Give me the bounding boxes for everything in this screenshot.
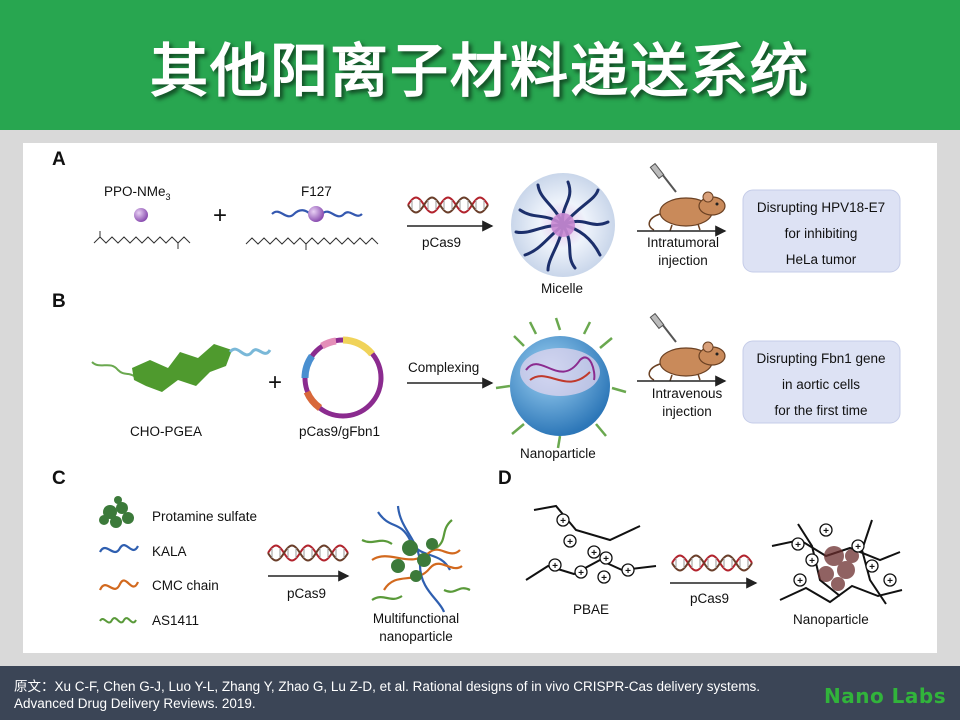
micelle-label: Micelle xyxy=(541,281,583,296)
page-title: 其他阳离子材料递送系统 xyxy=(149,37,810,105)
f127-bead xyxy=(308,206,324,222)
cargo-d: pCas9 xyxy=(690,591,729,606)
f127-structure xyxy=(245,237,379,250)
legend-kala: KALA xyxy=(152,544,187,559)
multifunctional-label-1: Multifunctional xyxy=(373,611,459,626)
citation-footer: 原文：Xu C-F, Chen G-J, Luo Y-L, Zhang Y, Z… xyxy=(0,666,960,720)
svg-text:+: + xyxy=(567,537,573,548)
result-a-line2: for inhibiting xyxy=(785,226,858,241)
as1411-icon xyxy=(99,617,137,624)
nanoparticle-d-graphic: + + + + + + + xyxy=(771,519,903,605)
route-a-line2: injection xyxy=(658,253,708,268)
svg-text:+: + xyxy=(795,540,801,551)
plasmid-graphic xyxy=(301,336,384,419)
svg-text:+: + xyxy=(591,548,597,559)
legend-as1411: AS1411 xyxy=(152,613,199,628)
result-b-line1: Disrupting Fbn1 gene xyxy=(756,351,885,366)
ppo-nme3-label: PPO-NMe3 xyxy=(104,184,171,202)
plus-a: + xyxy=(213,202,227,229)
cmc-chain-icon xyxy=(98,579,140,591)
title-bar: 其他阳离子材料递送系统 xyxy=(0,0,960,130)
cargo-c: pCas9 xyxy=(287,586,326,601)
f127-chain xyxy=(271,209,311,218)
protamine-icon xyxy=(99,496,134,528)
plus-b: + xyxy=(268,369,282,396)
svg-text:+: + xyxy=(797,576,803,587)
pbae-label: PBAE xyxy=(573,602,609,617)
ppo-nme3-structure xyxy=(93,231,191,249)
panel-d-letter: D xyxy=(498,468,512,489)
panel-a-letter: A xyxy=(52,149,66,170)
multifunctional-np-graphic xyxy=(361,505,471,613)
complexing-label: Complexing xyxy=(408,360,479,375)
result-a-line1: Disrupting HPV18-E7 xyxy=(757,200,885,215)
citation-text: 原文：Xu C-F, Chen G-J, Luo Y-L, Zhang Y, Z… xyxy=(14,679,761,711)
route-b-line1: Intravenous xyxy=(652,386,723,401)
cho-pgea-graphic xyxy=(91,344,272,392)
route-a-line1: Intratumoral xyxy=(647,235,719,250)
result-a-line3: HeLa tumor xyxy=(786,252,857,267)
f127-label: F127 xyxy=(301,184,332,199)
result-b-line2: in aortic cells xyxy=(782,377,860,392)
micelle-graphic xyxy=(511,173,615,277)
svg-text:+: + xyxy=(552,561,558,572)
pbae-graphic: +++ +++ ++ xyxy=(525,504,657,584)
svg-text:+: + xyxy=(855,542,861,553)
svg-text:+: + xyxy=(603,554,609,565)
mouse-icon-b xyxy=(648,312,726,382)
svg-text:+: + xyxy=(809,556,815,567)
svg-text:+: + xyxy=(869,562,875,573)
f127-chain-right xyxy=(321,210,363,218)
cargo-a: pCas9 xyxy=(422,235,461,250)
legend-protamine: Protamine sulfate xyxy=(152,509,257,524)
svg-text:+: + xyxy=(601,573,607,584)
multifunctional-label-2: nanoparticle xyxy=(379,629,453,644)
svg-text:+: + xyxy=(887,576,893,587)
ppo-bead xyxy=(134,208,148,222)
svg-text:+: + xyxy=(560,516,566,527)
legend-cmc: CMC chain xyxy=(152,578,219,593)
mouse-icon-a xyxy=(648,162,726,232)
svg-text:+: + xyxy=(625,566,631,577)
nanoparticle-b-graphic xyxy=(495,317,627,449)
kala-icon xyxy=(99,544,139,554)
nanoparticle-d-label: Nanoparticle xyxy=(793,612,869,627)
panel-c-letter: C xyxy=(52,468,66,489)
svg-text:+: + xyxy=(578,568,584,579)
brand-logo: Nano Labs xyxy=(824,684,947,708)
dna-icon-d xyxy=(671,554,753,572)
svg-text:+: + xyxy=(823,526,829,537)
result-box-a xyxy=(742,189,901,273)
dna-icon-c xyxy=(267,544,349,562)
nanoparticle-b-label: Nanoparticle xyxy=(520,446,596,461)
panel-b-letter: B xyxy=(52,291,66,312)
result-box-b xyxy=(742,340,901,424)
plasmid-label: pCas9/gFbn1 xyxy=(299,424,380,439)
cho-pgea-label: CHO-PGEA xyxy=(130,424,202,439)
dna-icon-a xyxy=(407,196,489,214)
route-b-line2: injection xyxy=(662,404,712,419)
result-b-line3: for the first time xyxy=(774,403,867,418)
